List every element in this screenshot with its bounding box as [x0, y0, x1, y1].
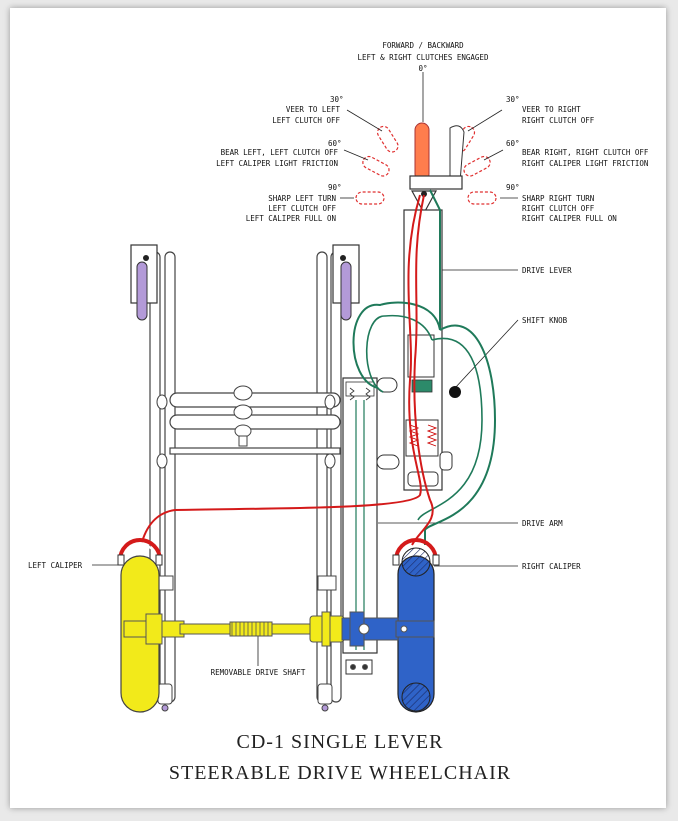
sharp-right-line1: SHARP RIGHT TURN	[522, 194, 594, 203]
front-casters	[130, 244, 360, 321]
sharp-left-line3: LEFT CALIPER FULL ON	[246, 214, 336, 223]
sharp-right-line2: RIGHT CLUTCH OFF	[522, 204, 595, 213]
lever-handle	[409, 122, 465, 215]
bear-right-line2: RIGHT CALIPER LIGHT FRICTION	[522, 159, 648, 168]
title-line1: CD-1 SINGLE LEVER	[237, 731, 444, 753]
right-wheel-hatch-bottom	[401, 682, 431, 712]
drive-shaft-label: REMOVABLE DRIVE SHAFT	[211, 668, 306, 677]
drive-arm-label: DRIVE ARM	[522, 519, 563, 528]
lever-pos-30-left	[376, 125, 399, 153]
deg-60-left: 60°	[328, 139, 342, 148]
shift-knob-label: SHIFT KNOB	[522, 316, 568, 325]
sharp-left-line2: LEFT CLUTCH OFF	[268, 204, 336, 213]
right-wheel-hatch-top	[401, 547, 431, 577]
deg-60-right: 60°	[506, 139, 520, 148]
veer-left-line1: VEER TO LEFT	[286, 105, 341, 114]
deg-30-left: 30°	[330, 95, 344, 104]
lever-pos-60-left	[362, 155, 390, 177]
forward-line1: FORWARD / BACKWARD	[382, 41, 464, 50]
sharp-right-line3: RIGHT CALIPER FULL ON	[522, 214, 617, 223]
green-cable-inner	[365, 314, 483, 521]
cross-brace	[169, 447, 341, 455]
veer-right-line1: VEER TO RIGHT	[522, 105, 581, 114]
top-annotation: FORWARD / BACKWARD LEFT & RIGHT CLUTCHES…	[358, 41, 489, 73]
removable-drive-shaft	[123, 611, 435, 675]
red-cable-left	[141, 194, 422, 543]
left-caliper	[117, 538, 163, 566]
leader-lines	[92, 72, 519, 666]
bear-right-line1: BEAR RIGHT, RIGHT CLUTCH OFF	[522, 148, 649, 157]
deg-30-right: 30°	[506, 95, 520, 104]
shift-knob-ball	[449, 386, 461, 398]
lever-pos-90-right	[467, 191, 497, 205]
deg-0: 0°	[418, 64, 427, 73]
right-caster-wheel	[340, 261, 352, 321]
sharp-left-line1: SHARP LEFT TURN	[268, 194, 336, 203]
lever-pos-90-left	[355, 191, 385, 205]
forward-line2: LEFT & RIGHT CLUTCHES ENGAGED	[358, 53, 489, 62]
cross-bar-bottom	[169, 414, 341, 430]
left-caliper-label: LEFT CALIPER	[28, 561, 83, 570]
red-cable-right	[411, 194, 434, 546]
right-caliper	[392, 538, 440, 566]
cross-bar-top	[169, 392, 341, 408]
bear-left-line2: LEFT CALIPER LIGHT FRICTION	[216, 159, 338, 168]
drive-lever-label: DRIVE LEVER	[522, 266, 572, 275]
deg-90-right: 90°	[506, 183, 520, 192]
right-caliper-label: RIGHT CALIPER	[522, 562, 581, 571]
rear-small-wheels	[157, 683, 333, 712]
title-line2: STEERABLE DRIVE WHEELCHAIR	[169, 762, 511, 784]
bear-left-line1: BEAR LEFT, LEFT CLUTCH OFF	[221, 148, 339, 157]
deg-90-left: 90°	[328, 183, 342, 192]
green-cable	[352, 189, 497, 545]
veer-left-line2: LEFT CLUTCH OFF	[272, 116, 340, 125]
drive-arm	[342, 377, 400, 654]
veer-right-line2: RIGHT CLUTCH OFF	[522, 116, 595, 125]
left-caster-wheel	[136, 261, 148, 321]
